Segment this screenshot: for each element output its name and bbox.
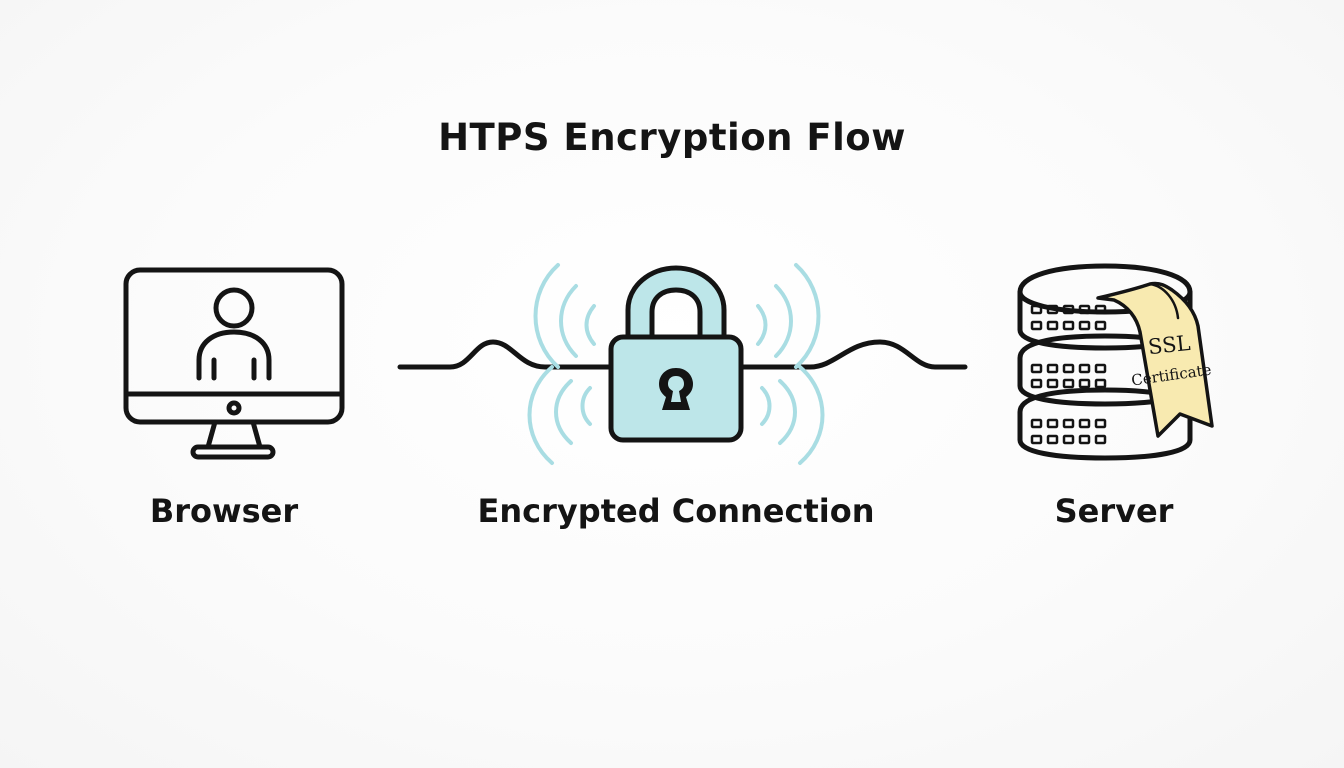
signal-waves-right (756, 263, 825, 465)
server-indicator-lights (1030, 304, 1107, 445)
padlock-icon (608, 265, 744, 443)
server-label: Server (1054, 492, 1174, 530)
server-stack-icon: SSL Certificate (1017, 263, 1214, 461)
connection-wire-left (397, 339, 615, 370)
encrypted-connection-label: Encrypted Connection (477, 492, 875, 530)
ssl-certificate-ribbon: SSL Certificate (1096, 281, 1214, 438)
connection-wire-right (735, 339, 968, 370)
diagram-title: HTPS Encryption Flow (438, 116, 906, 159)
certificate-line1: SSL (1147, 331, 1192, 359)
signal-waves-left (527, 263, 596, 465)
browser-label: Browser (149, 492, 299, 530)
monitor-user-icon (123, 267, 345, 460)
